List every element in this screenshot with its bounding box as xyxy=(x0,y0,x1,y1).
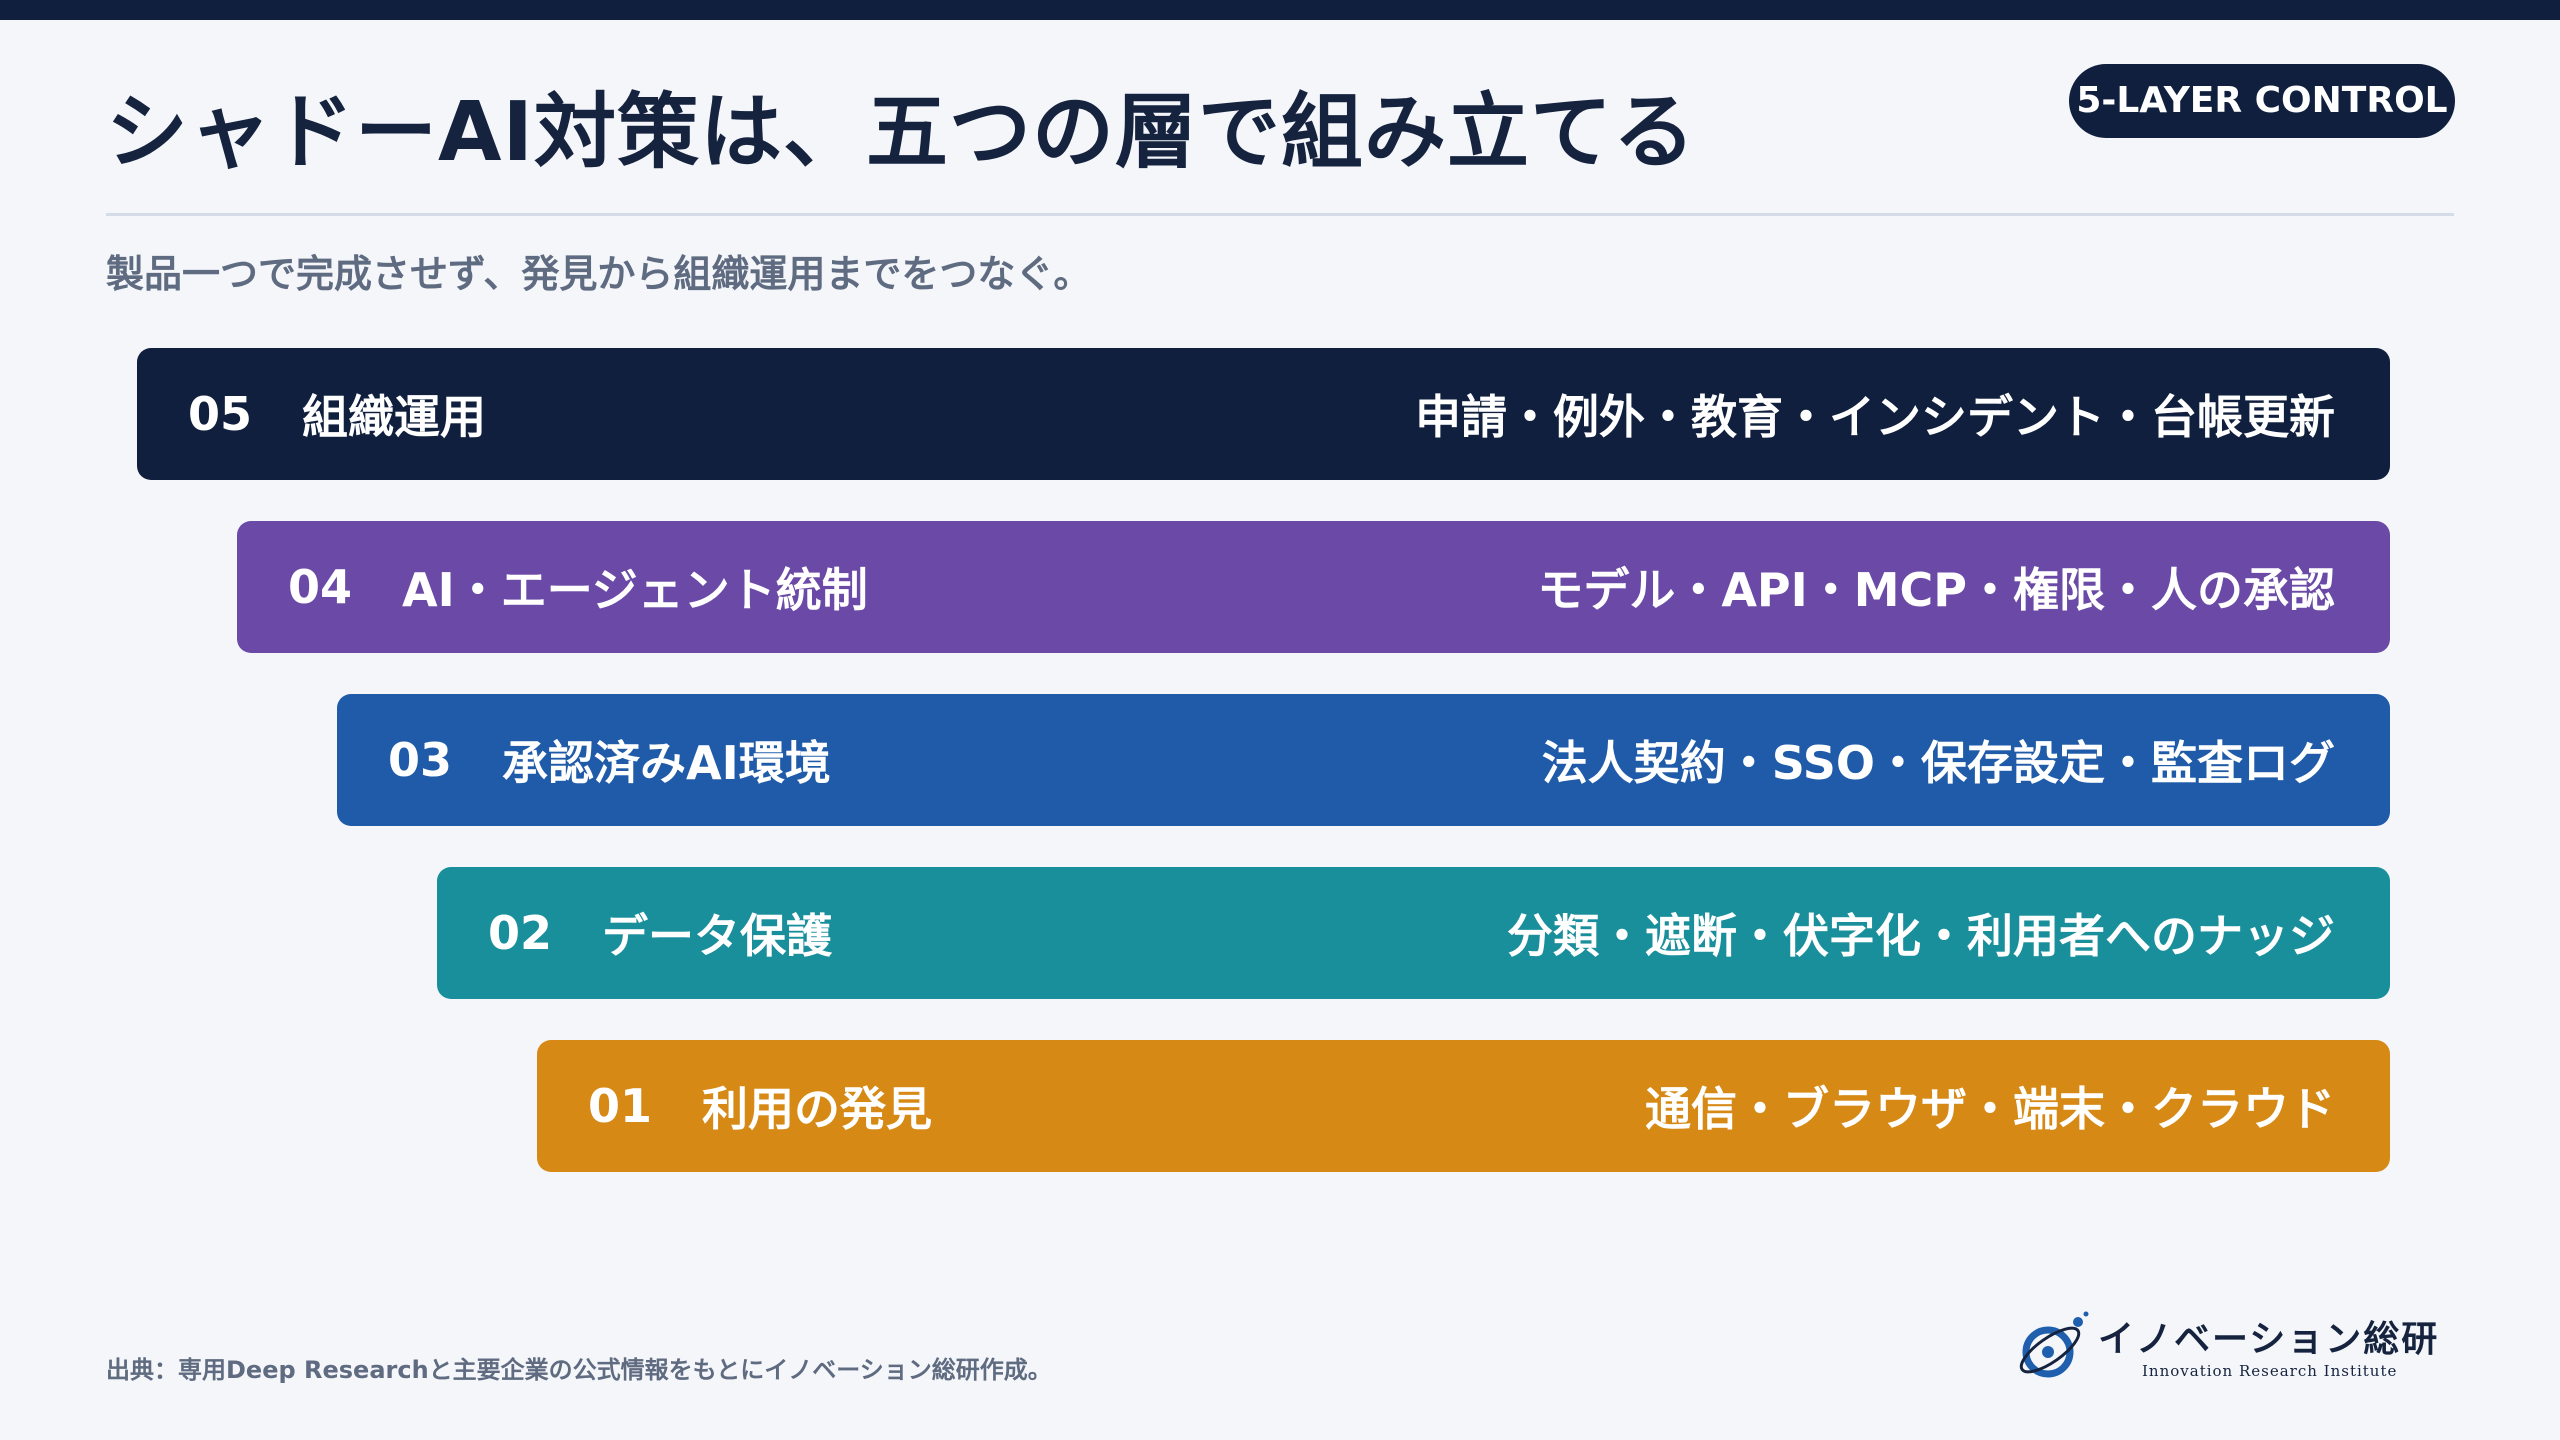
layer-02-bar: 02 データ保護 分類・遮断・伏字化・利用者へのナッジ xyxy=(437,867,2390,999)
layer-number: 04 xyxy=(288,560,353,614)
layer-detail: 通信・ブラウザ・端末・クラウド xyxy=(1645,1082,2335,1136)
top-accent-bar xyxy=(0,0,2560,20)
layer-number: 03 xyxy=(388,733,453,787)
institute-logo: イノベーション総研 Innovation Research Institute xyxy=(2012,1308,2437,1390)
layer-detail: 分類・遮断・伏字化・利用者へのナッジ xyxy=(1507,909,2335,963)
logo-subtitle: Innovation Research Institute xyxy=(2142,1362,2398,1380)
layer-name: 利用の発見 xyxy=(702,1082,933,1136)
layer-04-bar: 04 AI・エージェント統制 モデル・API・MCP・権限・人の承認 xyxy=(237,521,2390,653)
layer-detail: 法人契約・SSO・保存設定・監査ログ xyxy=(1541,736,2335,790)
page-subtitle: 製品一つで完成させず、発見から組織運用までをつなぐ。 xyxy=(106,252,1092,296)
layer-03-bar: 03 承認済みAI環境 法人契約・SSO・保存設定・監査ログ xyxy=(337,694,2390,826)
layer-name: 組織運用 xyxy=(302,390,487,444)
title-divider xyxy=(106,213,2454,216)
atom-orbit-logo-icon xyxy=(2019,1311,2089,1378)
layer-name: AI・エージェント統制 xyxy=(402,563,868,617)
layer-number: 05 xyxy=(188,387,253,441)
layer-05-bar: 05 組織運用 申請・例外・教育・インシデント・台帳更新 xyxy=(137,348,2390,480)
logo-name: イノベーション総研 xyxy=(2098,1318,2440,1360)
layer-detail: 申請・例外・教育・インシデント・台帳更新 xyxy=(1415,390,2335,444)
layer-name: 承認済みAI環境 xyxy=(502,736,831,790)
page-title: シャドーAI対策は、五つの層で組み立てる xyxy=(106,85,1696,180)
layer-name: データ保護 xyxy=(602,909,833,963)
layer-number: 01 xyxy=(588,1079,653,1133)
layer-detail: モデル・API・MCP・権限・人の承認 xyxy=(1537,563,2335,617)
layer-01-bar: 01 利用の発見 通信・ブラウザ・端末・クラウド xyxy=(537,1040,2390,1172)
source-note: 出典：専用Deep Researchと主要企業の公式情報をもとにイノベーション総… xyxy=(106,1356,1052,1384)
layer-count-badge: 5-LAYER CONTROL xyxy=(2069,64,2455,138)
layer-number: 02 xyxy=(488,906,553,960)
